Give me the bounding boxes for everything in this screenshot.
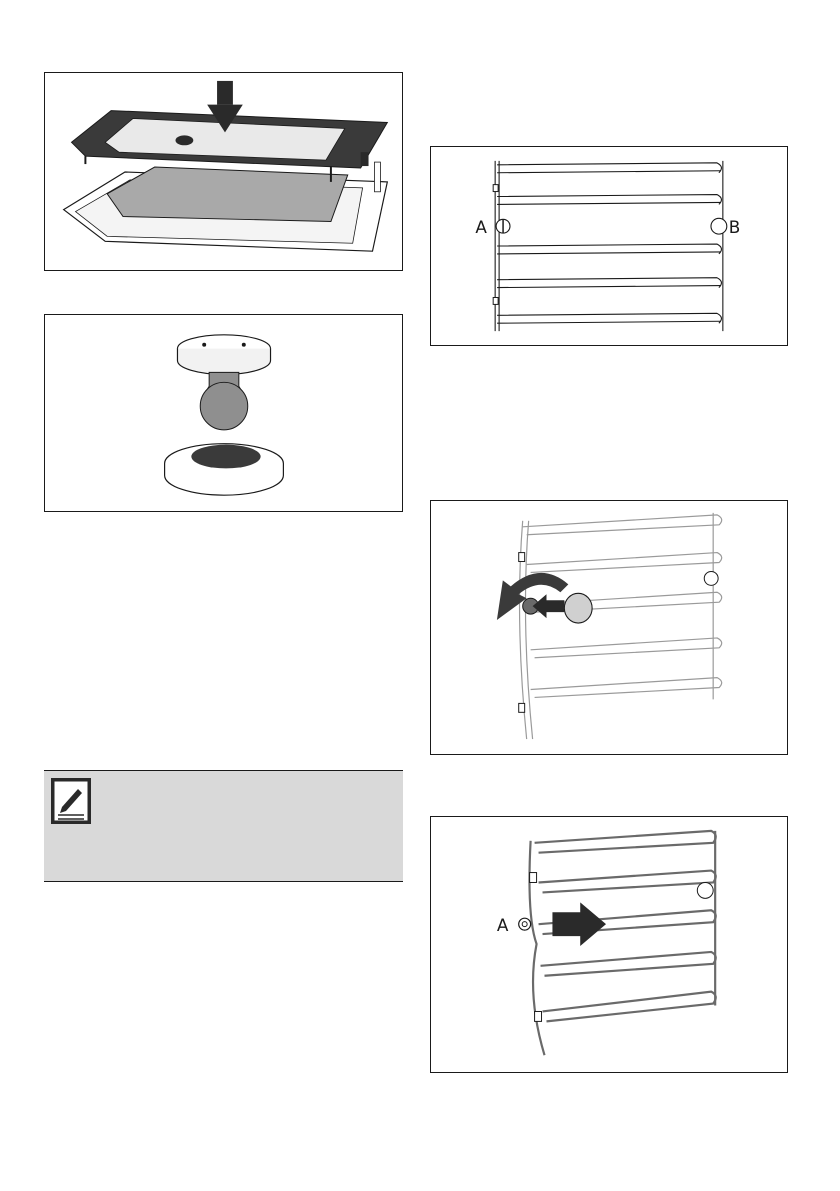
rack-illustration: A B (431, 147, 787, 345)
rack-rotate-illustration (431, 501, 787, 754)
label-b: B (729, 217, 741, 237)
point-b-marker (711, 218, 727, 234)
gasket-icon (45, 315, 402, 511)
label-a: A (497, 915, 509, 935)
arrow-right-icon (552, 902, 606, 946)
door-glass-illustration (45, 73, 402, 270)
figure-rack-points: A B (430, 146, 788, 346)
rack-slide-illustration: A (431, 817, 787, 1072)
figure-gasket-detail (44, 314, 403, 512)
figure-rack-slide: A (430, 816, 788, 1073)
note-box (44, 770, 403, 882)
note-pencil-icon (50, 777, 92, 825)
figure-rack-rotate (430, 500, 788, 755)
figure-door-glass-install (44, 72, 403, 271)
label-a: A (475, 217, 487, 237)
